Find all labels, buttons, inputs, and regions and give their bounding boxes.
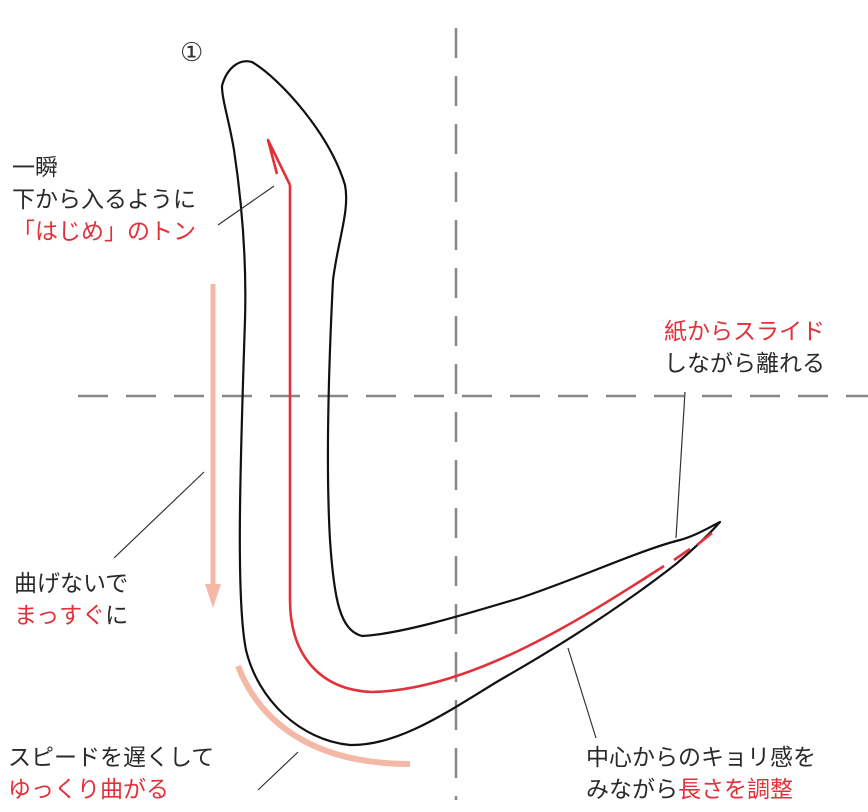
curve-speed-guide [235, 664, 411, 767]
note-straight-line2-tail: に [105, 603, 129, 629]
note-curve: スピードを遅くして ゆっくり曲がる [8, 742, 214, 806]
note-exit: 紙からスライド しながら離れる [664, 316, 825, 380]
brush-stroke-outline [220, 60, 722, 747]
note-start-line2: 下から入るように [12, 187, 196, 213]
note-length: 中心からのキョリ感を みながら長さを調整 [586, 742, 816, 806]
stroke-number: ① [180, 38, 204, 68]
note-curve-line2: ゆっくり曲がる [8, 777, 169, 803]
note-length-line1: 中心からのキョリ感を [586, 745, 816, 771]
leader-curve [257, 751, 299, 791]
note-start: 一瞬 下から入るように 「はじめ」のトン [12, 152, 196, 248]
stroke-center-path [266, 138, 665, 694]
exit-dash-1 [673, 547, 691, 562]
exit-dash-2 [696, 531, 713, 547]
note-length-line2-head: みながら [586, 777, 678, 803]
leader-exit [675, 391, 686, 539]
leader-length [567, 647, 597, 739]
note-exit-line2: しながら離れる [664, 351, 825, 377]
note-start-line3: 「はじめ」のトン [12, 219, 196, 245]
note-exit-line1: 紙からスライド [664, 319, 825, 345]
leader-straight [113, 471, 205, 559]
note-straight-line1: 曲げないで [14, 571, 129, 597]
note-straight: 曲げないで まっすぐに [14, 568, 128, 632]
straight-arrow-head [205, 584, 221, 608]
note-start-line1: 一瞬 [12, 155, 58, 181]
note-straight-line2-red: まっすぐ [14, 603, 106, 629]
note-length-line2-red: 長さを調整 [678, 777, 793, 803]
leader-start [217, 185, 275, 226]
note-curve-line1: スピードを遅くして [8, 745, 215, 771]
